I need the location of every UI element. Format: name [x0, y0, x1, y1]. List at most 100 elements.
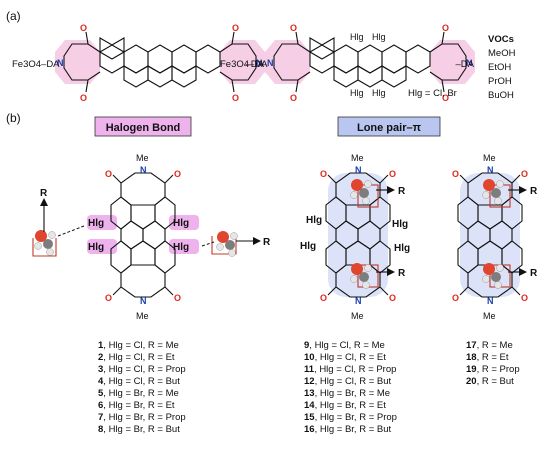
halogen-label: Hlg	[300, 241, 316, 252]
halogen-label: Hlg	[88, 242, 104, 253]
r-label: R	[40, 188, 48, 199]
halogen-label: Hlg	[372, 88, 386, 98]
list-item: 15, Hlg = Br, R = Prop	[304, 412, 397, 423]
list-item: 13, Hlg = Br, R = Me	[304, 388, 390, 399]
nitrogen-label: N	[140, 165, 147, 175]
methyl-label: Me	[351, 153, 364, 163]
oxygen-label: O	[105, 293, 112, 303]
list-item: 3, Hlg = Cl, R = Prop	[98, 364, 186, 375]
list-item: 2, Hlg = Cl, R = Et	[98, 352, 175, 363]
list-item: 19, R = Prop	[466, 364, 520, 375]
nitrogen-label: N	[466, 58, 473, 68]
halogen-label: Hlg	[173, 242, 189, 253]
oxygen-label: O	[442, 23, 449, 33]
lone-pair-title-box	[337, 116, 441, 137]
nitrogen-label: N	[267, 58, 274, 68]
methyl-label: Me	[483, 311, 496, 321]
halogen-definition: Hlg = Cl, Br	[408, 88, 457, 99]
panel-a-label: (a)	[6, 9, 21, 23]
nitrogen-label: N	[140, 296, 147, 306]
list-item: 17, R = Me	[466, 340, 513, 351]
oxygen-label: O	[80, 23, 87, 33]
oxygen-label: O	[521, 169, 528, 179]
lone-pair-title: Lone pair–π	[357, 122, 422, 134]
oxygen-label: O	[290, 23, 297, 33]
oxygen-label: O	[232, 23, 239, 33]
oxygen-label: O	[232, 93, 239, 103]
oxygen-label: O	[174, 169, 181, 179]
fe3o4-da-label: Fe3O4–DA	[12, 59, 60, 70]
da-label: –DA	[246, 59, 265, 70]
panel-b-label: (b)	[6, 111, 21, 125]
probe-left: R	[32, 188, 85, 257]
list-item: 6, Hlg = Br, R = Et	[98, 400, 175, 411]
halogen-bond-title: Halogen Bond	[106, 122, 181, 134]
oxygen-label: O	[521, 293, 528, 303]
list-item: 4, Hlg = Cl, R = But	[98, 376, 180, 387]
lone-pair-molecule-plain: O O O O N N Me Me R R	[452, 153, 538, 321]
oxygen-label: O	[80, 93, 87, 103]
list-item: 7, Hlg = Br, R = Prop	[98, 412, 186, 423]
oxygen-label: O	[290, 93, 297, 103]
list-item: 5, Hlg = Br, R = Me	[98, 388, 179, 399]
probe-right: R	[201, 230, 271, 257]
panel-a-right-molecule: O O O O N N Hlg Hlg Hlg Hlg	[264, 23, 476, 103]
nitrogen-label: N	[57, 58, 64, 68]
list-item: 14, Hlg = Br, R = Et	[304, 400, 386, 411]
list-item: 20, R = But	[466, 376, 514, 387]
compound-list-3: 17, R = Me 18, R = Et 19, R = Prop 20, R…	[466, 340, 520, 387]
da-label: –DA	[456, 59, 475, 70]
list-item: 12, Hlg = Cl, R = But	[304, 376, 391, 387]
oxygen-label: O	[452, 169, 459, 179]
halogen-label: Hlg	[88, 218, 104, 229]
voc-item: BuOH	[488, 90, 514, 101]
compound-list-1: 1, Hlg = Cl, R = Me 2, Hlg = Cl, R = Et …	[98, 340, 186, 435]
halogen-label: Hlg	[372, 32, 386, 42]
vocs-list: VOCs MeOH EtOH PrOH BuOH	[488, 34, 516, 101]
voc-item: PrOH	[488, 76, 512, 87]
list-item: 1, Hlg = Cl, R = Me	[98, 340, 179, 351]
nitrogen-label: N	[256, 58, 263, 68]
list-item: 18, R = Et	[466, 352, 509, 363]
voc-item: EtOH	[488, 62, 511, 73]
list-item: 9, Hlg = Cl, R = Me	[304, 340, 385, 351]
halogen-label: Hlg	[350, 32, 364, 42]
list-item: 8, Hlg = Br, R = But	[98, 424, 180, 435]
fe3o4-da-label: Fe3O4–DA	[220, 59, 268, 70]
halogen-label: Hlg	[350, 88, 364, 98]
compound-list-2: 9, Hlg = Cl, R = Me 10, Hlg = Cl, R = Et…	[304, 340, 397, 435]
halogen-label: Hlg	[173, 218, 189, 229]
oxygen-label: O	[442, 93, 449, 103]
r-label: R	[398, 186, 406, 197]
nitrogen-label: N	[487, 296, 494, 306]
oxygen-label: O	[105, 169, 112, 179]
methyl-label: Me	[136, 311, 149, 321]
r-label: R	[530, 268, 538, 279]
halogen-label: Hlg	[394, 243, 410, 254]
nitrogen-label: N	[487, 165, 494, 175]
panel-a-left-molecule: O O O O N N	[54, 23, 266, 103]
oxygen-label: O	[389, 169, 396, 179]
halogen-label: Hlg	[392, 219, 408, 230]
halogen-label: Hlg	[306, 215, 322, 226]
oxygen-label: O	[320, 169, 327, 179]
oxygen-label: O	[389, 293, 396, 303]
halogen-bond-molecule: Hlg Hlg Hlg Hlg O O O O N N Me Me	[87, 153, 199, 321]
nitrogen-label: N	[355, 165, 362, 175]
oxygen-label: O	[320, 293, 327, 303]
methyl-label: Me	[351, 311, 364, 321]
oxygen-label: O	[452, 293, 459, 303]
oxygen-label: O	[174, 293, 181, 303]
r-label: R	[530, 186, 538, 197]
list-item: 10, Hlg = Cl, R = Et	[304, 352, 386, 363]
lone-pair-molecule-halogenated: Hlg Hlg Hlg Hlg O O O O N N Me Me R R	[300, 153, 410, 321]
list-item: 16, Hlg = Br, R = But	[304, 424, 392, 435]
list-item: 11, Hlg = Cl, R = Prop	[304, 364, 396, 375]
halogen-bond-title-box	[94, 116, 192, 137]
r-label: R	[398, 268, 406, 279]
voc-item: MeOH	[488, 48, 516, 59]
nitrogen-label: N	[355, 296, 362, 306]
methyl-label: Me	[483, 153, 496, 163]
vocs-title: VOCs	[488, 34, 514, 45]
